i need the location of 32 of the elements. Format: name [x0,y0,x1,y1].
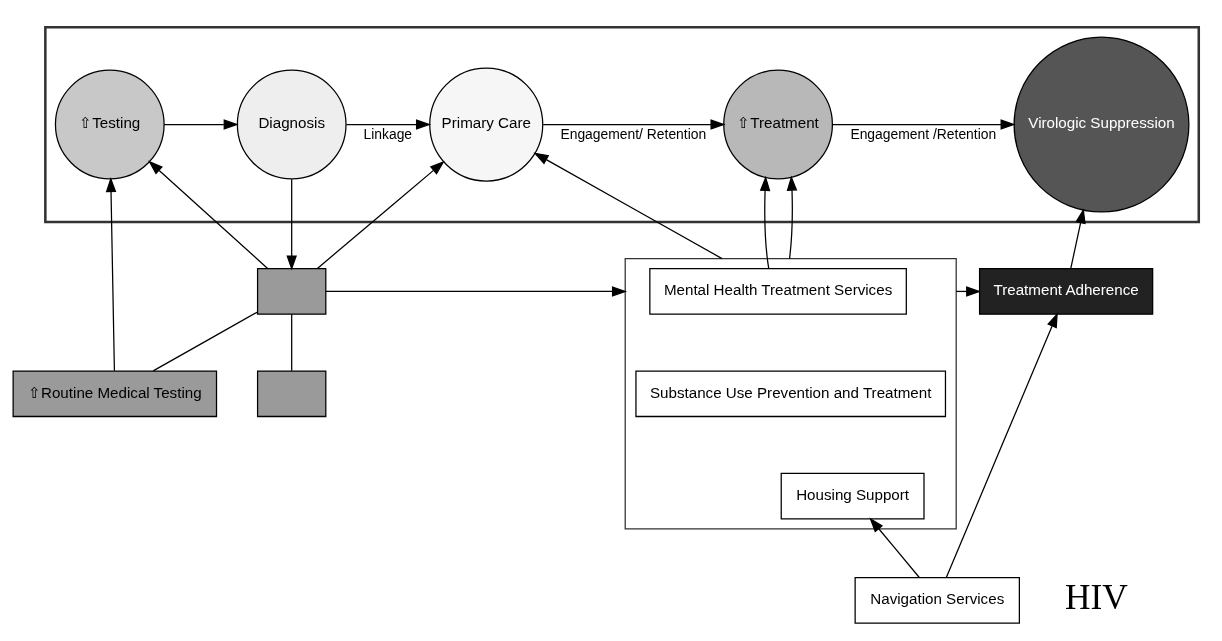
arrow [316,160,445,269]
label: HIV [1065,576,1128,617]
arrow [148,160,269,269]
arrow [786,174,798,259]
node-box: Treatment Adherence [978,267,1154,315]
node-circle: ⇧Treatment [723,69,834,179]
arrow [759,175,771,269]
arrow [542,118,726,130]
arrow [945,311,1058,578]
arrow [325,285,628,297]
connector [152,310,259,371]
arrow [105,176,117,371]
arrow [163,118,239,130]
node-box: Mental Health Treatment Services [649,267,907,315]
node-box: ⇧Routine Medical Testing [12,369,218,417]
arrow [869,516,920,578]
node-circle: Diagnosis [236,69,347,179]
node-box: Housing Support [780,472,925,519]
arrow [345,118,432,130]
arrow [533,151,723,259]
arrow [831,118,1016,130]
node-box: Substance Use Prevention and Treatment [635,369,947,417]
edge-label: Engagement/ Retention [560,125,707,142]
node-box: Navigation Services [854,576,1020,624]
node-box [256,369,327,417]
connector [291,313,293,371]
arrow [286,178,297,271]
arrow [1070,207,1086,269]
node-box [256,267,327,315]
edge-label: Engagement /Retention [850,125,997,142]
node-circle: Virologic Suppression [1013,36,1190,213]
edge-label: Linkage [363,125,413,142]
